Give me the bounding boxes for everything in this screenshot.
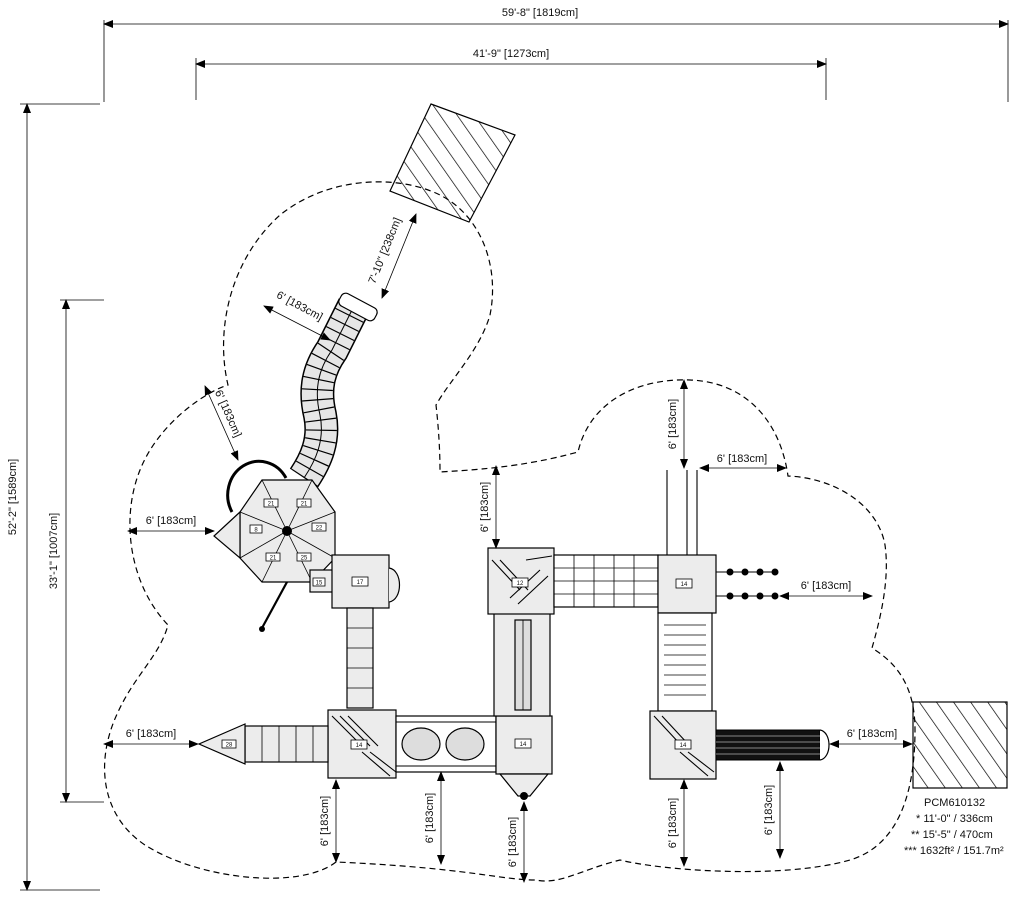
deck-middle-lower: 14 <box>495 715 553 800</box>
clearance-label-upper-right-top: 6' [183cm] <box>667 399 679 449</box>
use-zone-boundary <box>103 181 916 882</box>
tube-slide <box>289 292 378 488</box>
vertical-climber-middle <box>493 611 551 717</box>
deck-17: 15 17 <box>309 554 401 609</box>
octagon-tower: 21 21 22 8 21 25 <box>213 459 336 632</box>
overall-height-dimension: 52'-2" [1589cm] <box>7 103 100 891</box>
overall-width-label: 59'-8" [1819cm] <box>502 7 578 19</box>
left-bridge: 28 <box>197 723 329 765</box>
clearance-label-tower-left: 6' [183cm] <box>146 515 196 527</box>
stair-climber <box>657 612 713 712</box>
clearance-label-poles-right: 6' [183cm] <box>717 453 767 465</box>
deck-upper-right: 14 <box>657 470 779 614</box>
inner-height-label: 33'-1" [1007cm] <box>48 513 60 589</box>
clearance-label-slide: 6' [183cm] <box>274 289 324 323</box>
chain-climber <box>716 568 779 600</box>
oct-tag-2: 21 <box>301 502 308 508</box>
inner-height-dimension: 33'-1" [1007cm] <box>48 299 104 803</box>
slide-runout-zone-top <box>389 103 516 223</box>
info-block: PCM610132 * 11'-0" / 336cm ** 15'-5" / 4… <box>904 797 1004 857</box>
clearance-label-chain-right: 6' [183cm] <box>801 580 851 592</box>
oct-tag-1: 21 <box>268 502 275 508</box>
model-number: PCM610132 <box>924 797 985 809</box>
deck-12-tag: 12 <box>517 581 524 587</box>
left-bridge-tag: 28 <box>226 743 233 749</box>
clearance-label-slide-bottom: 6' [183cm] <box>763 785 775 835</box>
deck-17-tag: 17 <box>357 580 364 586</box>
info-line-3: *** 1632ft² / 151.7m² <box>904 845 1004 857</box>
slide-length-label: 7'-10" [238cm] <box>367 216 404 286</box>
deck-12: 12 <box>487 547 555 615</box>
deck-17-side-tag: 15 <box>316 581 323 587</box>
clearance-label-tunnel-bottom: 6' [183cm] <box>424 793 436 843</box>
oct-tag-6: 25 <box>301 556 308 562</box>
inner-width-label: 41'-9" [1273cm] <box>473 48 549 60</box>
deck-lower-right-tag: 14 <box>680 743 687 749</box>
clearance-label-bridge-left: 6' [183cm] <box>126 728 176 740</box>
oct-tag-5: 21 <box>270 556 277 562</box>
clearance-label-slide-right: 6' [183cm] <box>847 728 897 740</box>
oct-tag-3: 22 <box>316 526 323 532</box>
deck-lower-left-tag: 14 <box>356 743 363 749</box>
clearance-label-deck12-top: 6' [183cm] <box>479 482 491 532</box>
oct-tag-4: 8 <box>254 528 258 534</box>
clearance-label-lowerleft-bottom: 6' [183cm] <box>319 796 331 846</box>
slide-runout-zone-right <box>912 701 1008 789</box>
straight-slide <box>715 729 830 761</box>
clearance-label-middle-bottom: 6' [183cm] <box>507 817 519 867</box>
info-line-1: * 11'-0" / 336cm <box>916 813 993 825</box>
vertical-climber-left <box>346 607 374 709</box>
deck-lower-right: 14 <box>649 710 717 780</box>
overall-height-label: 52'-2" [1589cm] <box>7 459 19 535</box>
clearance-label-lowerright-bottom: 6' [183cm] <box>667 798 679 848</box>
clearance-label-tower-diag: 6' [183cm] <box>212 388 243 439</box>
inner-width-dimension: 41'-9" [1273cm] <box>195 48 827 100</box>
middle-tunnel-bridge <box>395 715 497 773</box>
deck-middle-lower-tag: 14 <box>520 742 527 748</box>
deck-upper-right-tag: 14 <box>681 582 688 588</box>
deck-lower-left: 14 <box>327 709 397 779</box>
overall-width-dimension: 59'-8" [1819cm] <box>103 7 1009 102</box>
net-bridge <box>553 554 659 608</box>
info-line-2: ** 15'-5" / 470cm <box>911 829 993 841</box>
